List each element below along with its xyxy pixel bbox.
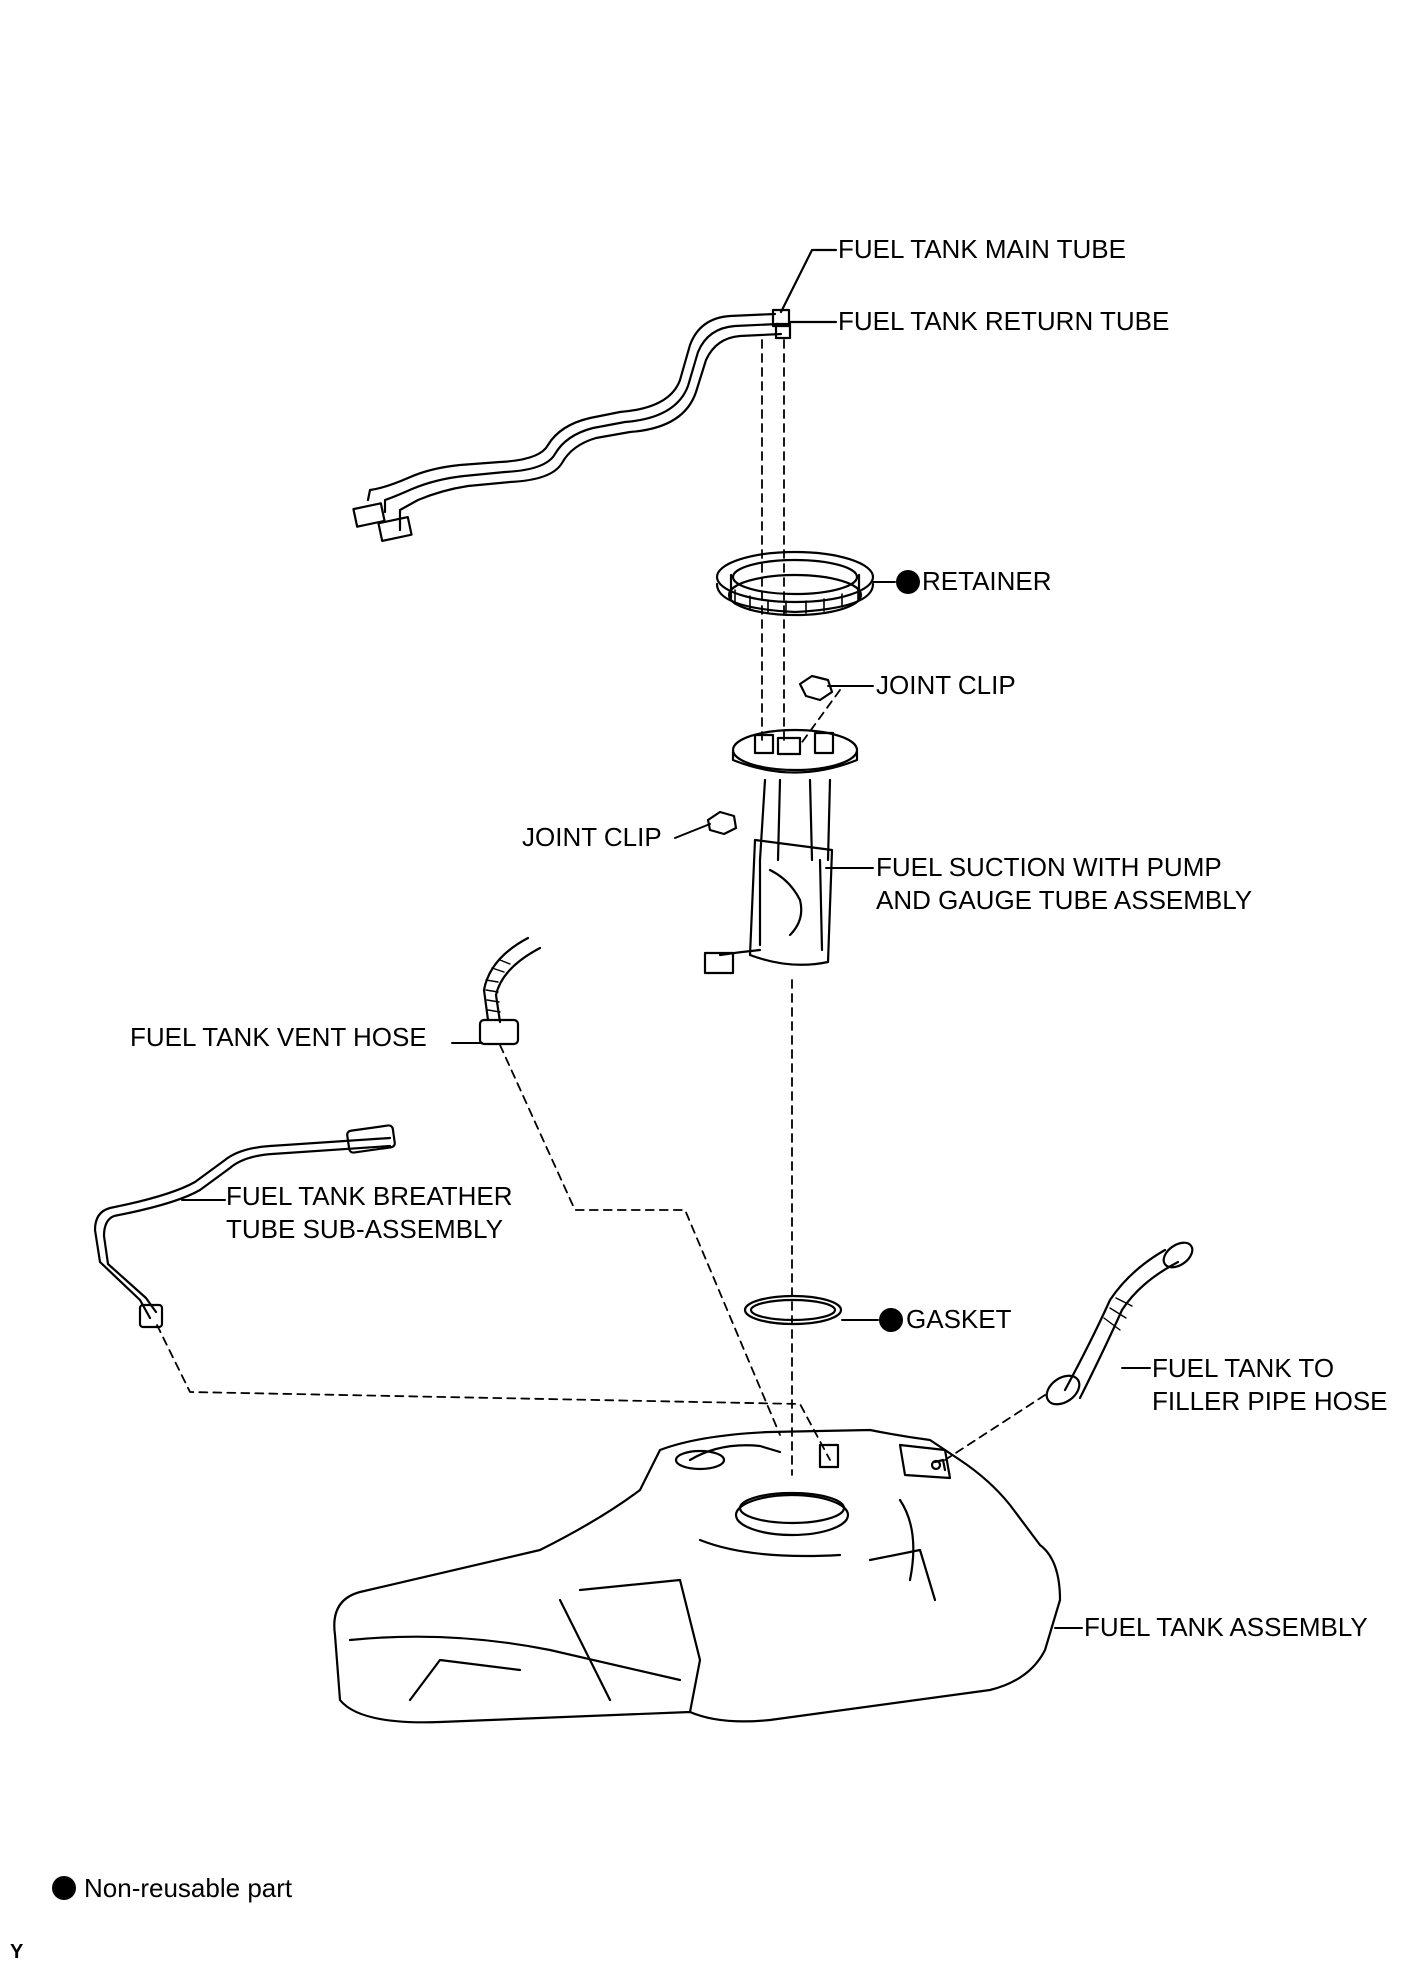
non-reusable-dot-icon [52, 1876, 76, 1900]
label-gasket: GASKET [906, 1303, 1011, 1336]
filler-pipe-hose-drawing [1045, 1241, 1194, 1406]
label-breather-line2: TUBE SUB-ASSEMBLY [226, 1214, 503, 1244]
breather-tube-drawing [93, 1124, 396, 1329]
legend: Non-reusable part [52, 1872, 292, 1905]
label-pump-assembly-line1: FUEL SUCTION WITH PUMP [876, 852, 1222, 882]
label-joint-clip-left: JOINT CLIP [522, 822, 662, 852]
label-pump-assembly-line2: AND GAUGE TUBE ASSEMBLY [876, 885, 1253, 915]
retainer-label-text: RETAINER [922, 566, 1052, 596]
label-fuel-tank-vent-hose: FUEL TANK VENT HOSE [130, 1022, 427, 1052]
label-filler-hose-line2: FILLER PIPE HOSE [1152, 1386, 1388, 1416]
joint-clip-drawings [706, 674, 834, 836]
label-joint-clip-top: JOINT CLIP [876, 670, 1016, 700]
gasket-drawing [743, 1294, 843, 1326]
leader-lines-tubes [779, 248, 838, 324]
fuel-pump-assembly-drawing [703, 728, 859, 975]
fuel-tank-vent-hose-drawing [478, 936, 542, 1046]
leader-lines-labels [181, 581, 1151, 1629]
fuel-tank-main-tube-drawing [352, 308, 792, 543]
label-fuel-tank-main-tube: FUEL TANK MAIN TUBE [838, 234, 1126, 264]
label-filler-hose-line1: FUEL TANK TO [1152, 1353, 1335, 1383]
label-retainer: RETAINER [922, 565, 1052, 598]
label-fuel-tank-return-tube: FUEL TANK RETURN TUBE [838, 306, 1170, 336]
gasket-label-text: GASKET [906, 1304, 1012, 1334]
figure-code: Y [10, 1941, 24, 1963]
label-fuel-tank-assembly: FUEL TANK ASSEMBLY [1084, 1612, 1368, 1642]
legend-text: Non-reusable part [84, 1873, 293, 1903]
retainer-ring-drawing [715, 550, 875, 617]
label-breather-line1: FUEL TANK BREATHER [226, 1181, 513, 1211]
fuel-tank-assembly-drawing [333, 1428, 1062, 1724]
non-reusable-markers [879, 570, 920, 1332]
